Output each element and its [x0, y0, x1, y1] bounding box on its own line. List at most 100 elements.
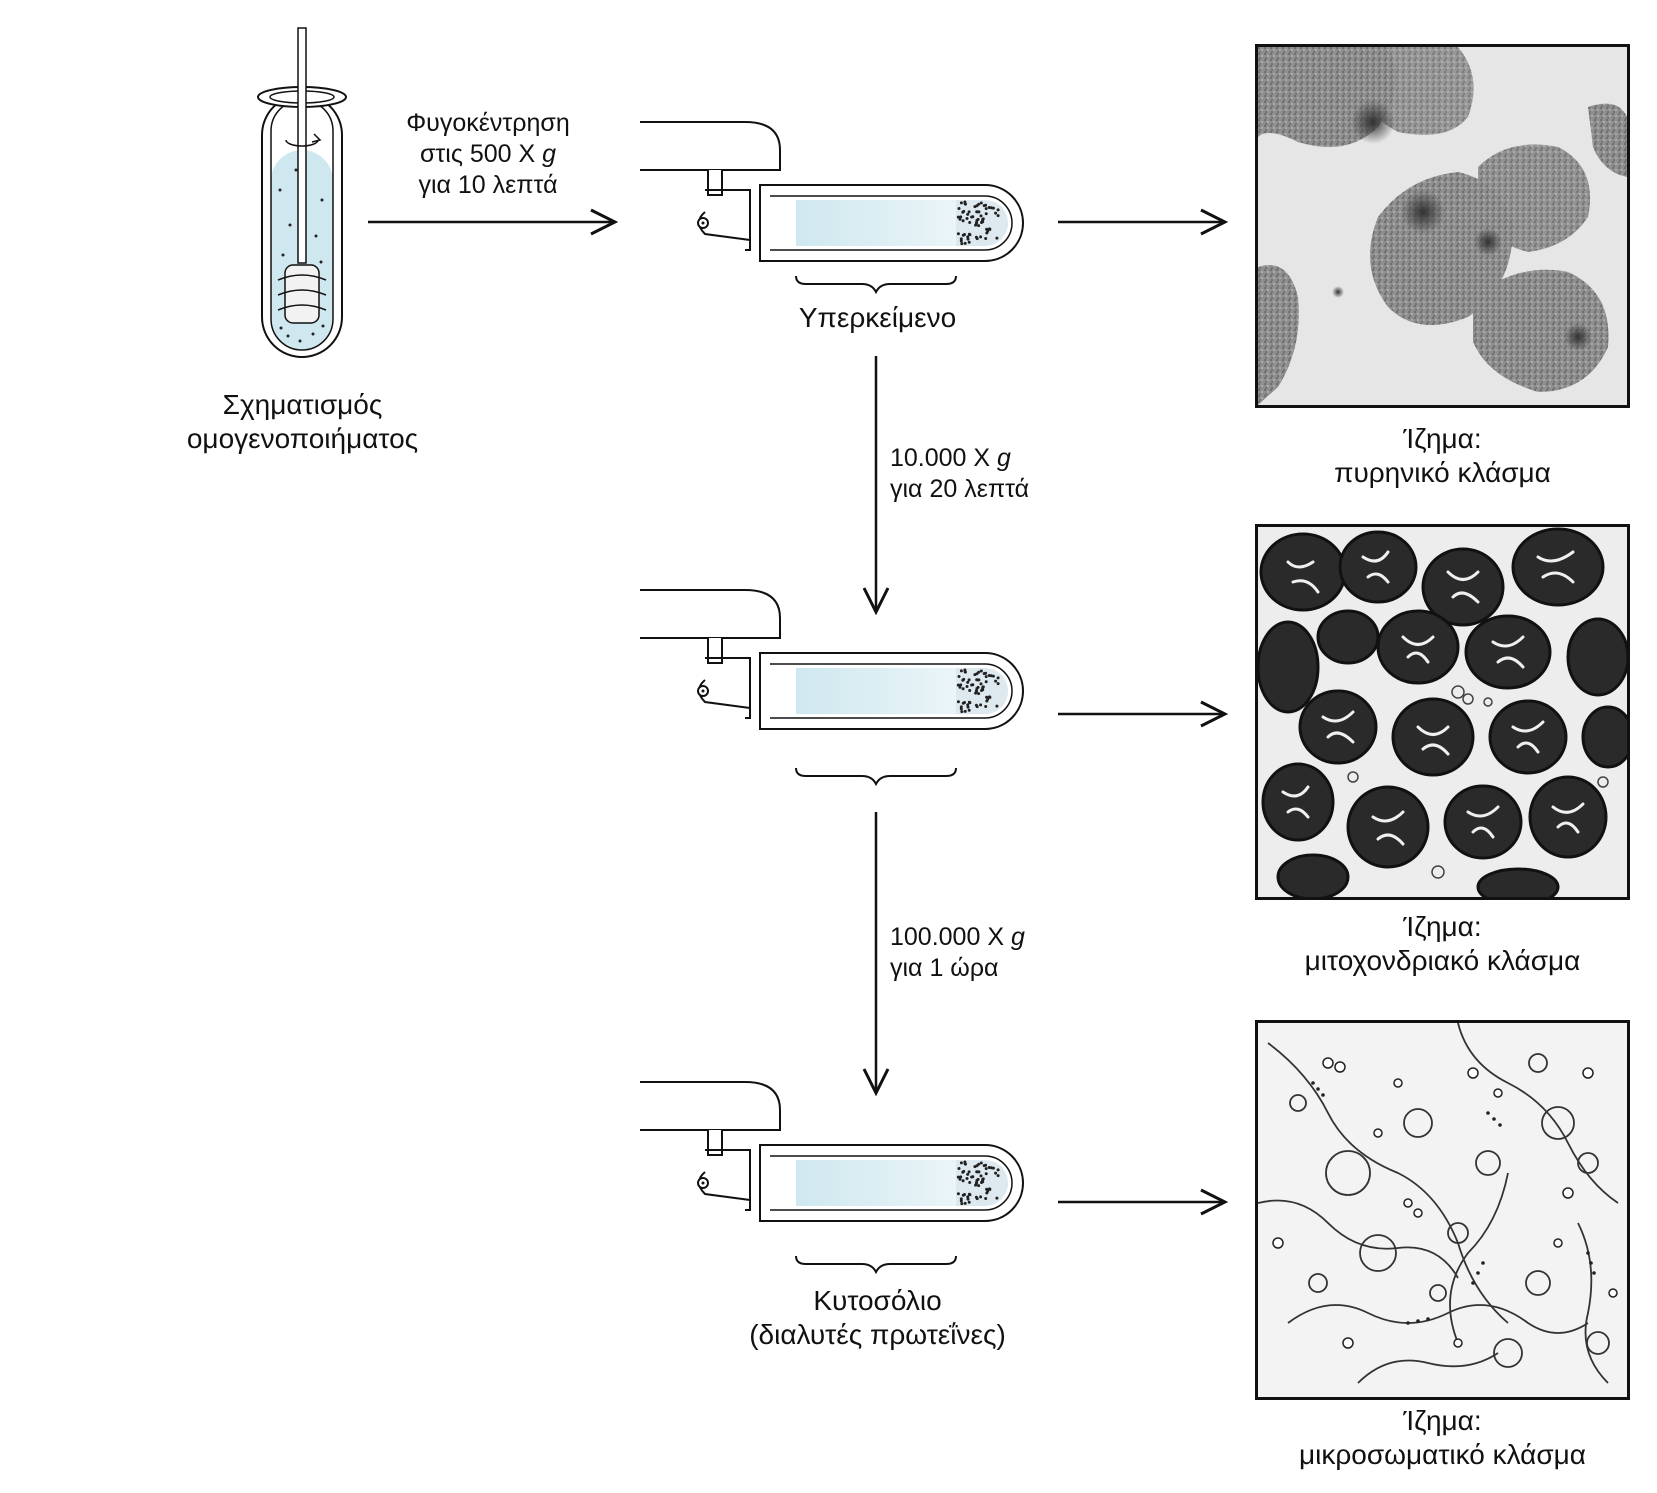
pellet-particle	[970, 215, 974, 219]
pellet-particle	[967, 1170, 971, 1174]
pellet-particle	[958, 1177, 962, 1181]
pellet-particle	[979, 201, 983, 205]
pellet-particle	[979, 235, 983, 239]
pellet-particle	[968, 1181, 972, 1184]
pellet-particle	[970, 1175, 974, 1179]
pellet-particle	[956, 1175, 960, 1179]
pellet-particle	[956, 700, 960, 704]
pellet-3-line1: Ίζημα:	[1403, 1405, 1482, 1436]
step2-g-unit: g	[997, 444, 1011, 472]
pellet-particle	[960, 1202, 964, 1206]
pellet-particle	[961, 219, 965, 223]
pellet-particle	[996, 682, 1000, 686]
pellet-particle	[994, 1171, 998, 1175]
pellet-3-line2: μικροσωματικό κλάσμα	[1299, 1439, 1586, 1470]
pellet-particle	[966, 237, 970, 241]
pellet-particle	[984, 1197, 988, 1200]
pellet-particle	[958, 685, 962, 689]
pellet-particle	[979, 1195, 983, 1199]
pellet-particle	[996, 1174, 1000, 1178]
pellet-particle	[965, 685, 969, 688]
pellet-label-microsomal: Ίζημα: μικροσωματικό κλάσμα	[1240, 1404, 1645, 1472]
pellet-particle	[966, 235, 970, 239]
pellet-particle	[981, 1180, 985, 1184]
pellet-particle	[979, 703, 983, 707]
step2-label: 10.000 Χ g για 20 λεπτά	[890, 443, 1130, 505]
pellet-particle	[962, 677, 966, 681]
pellet-particle	[967, 708, 971, 712]
pellet-particle	[959, 1199, 963, 1203]
pellet-particle	[957, 675, 961, 678]
pellet-particle	[989, 674, 993, 678]
pellet-particle	[981, 688, 985, 692]
rotor-1	[640, 121, 1024, 262]
pellet-particle	[976, 1170, 980, 1174]
rotor-3	[640, 1081, 1024, 1222]
pellet-particle	[994, 679, 998, 683]
step2-line1: 10.000 Χ	[890, 444, 998, 472]
pellet-particle	[995, 236, 999, 240]
pellet-particle	[963, 709, 967, 713]
pellet-particle	[996, 1168, 1000, 1172]
pellet-particle	[967, 232, 971, 236]
pellet-particle	[984, 675, 988, 679]
pellet-particle	[979, 1161, 983, 1165]
pellet-particle	[984, 1172, 988, 1176]
pellet-particle	[986, 1189, 990, 1193]
pellet-particle	[956, 215, 960, 219]
pellet-particle	[986, 229, 990, 233]
pellet-particle	[973, 205, 977, 209]
pellet-particle	[962, 1169, 966, 1173]
pellet-particle	[965, 1177, 969, 1180]
pellet-1-line1: Ίζημα:	[1403, 423, 1482, 454]
pellet-particle	[961, 687, 965, 691]
pellet-label-mitochondrial: Ίζημα: μιτοχονδριακό κλάσμα	[1240, 910, 1645, 978]
homogenate-line2: ομογενοποιήματος	[186, 423, 419, 454]
pellet-particle	[974, 223, 978, 227]
pellet-particle	[967, 678, 971, 682]
pellet-particle	[987, 695, 991, 699]
step1-line1: Φυγοκέντρηση	[406, 109, 570, 137]
micrograph-mitochondrial-fraction	[1255, 524, 1630, 900]
step1-g-unit: g	[542, 140, 557, 168]
pellet-particle	[965, 217, 969, 220]
pellet-particle	[994, 211, 998, 215]
pellet-particle	[959, 683, 963, 687]
pellet-particle	[995, 704, 999, 708]
pellet-particle	[967, 1200, 971, 1204]
pellet-particle	[961, 701, 965, 705]
pellet-particle	[975, 237, 979, 241]
pellet-particle	[979, 682, 983, 686]
pellet-particle	[963, 241, 967, 245]
pellet-particle	[958, 217, 962, 221]
pellet-particle	[975, 705, 979, 709]
pellet-particle	[977, 224, 981, 228]
pellet-particle	[963, 1201, 967, 1205]
pellet-particle	[989, 206, 993, 210]
pellet-particle	[976, 217, 980, 221]
cytosol-line2: (διαλυτές πρωτεΐνες)	[749, 1319, 1006, 1350]
pellet-particle	[977, 1162, 981, 1166]
pellet-particle	[982, 204, 986, 208]
pellet-particle	[966, 212, 970, 216]
supernatant-label: Υπερκείμενο	[798, 302, 957, 333]
pellet-particle	[996, 676, 1000, 680]
pellet-particle	[966, 680, 970, 684]
pellet-particle	[982, 1164, 986, 1168]
pellet-label-nuclear: Ίζημα: πυρηνικό κλάσμα	[1240, 422, 1645, 490]
pellet-particle	[956, 232, 960, 236]
homogenate-label: Σχηματισμός ομογενοποιήματος	[140, 388, 465, 456]
rotor-2	[640, 589, 1024, 730]
pellet-particle	[984, 237, 988, 240]
pellet-particle	[987, 1187, 991, 1191]
brace-1	[795, 275, 957, 295]
micrograph-nuclear-fraction	[1255, 44, 1630, 408]
pellet-particle	[974, 691, 978, 695]
homogenizer-tube	[257, 27, 347, 358]
homogenate-line1: Σχηματισμός	[222, 389, 383, 420]
cytosol-line1: Κυτοσόλιο	[813, 1285, 942, 1316]
pellet-particle	[967, 240, 971, 244]
pellet-particle	[995, 1196, 999, 1200]
pellet-particle	[962, 209, 966, 213]
pellet-particle	[976, 1177, 980, 1181]
